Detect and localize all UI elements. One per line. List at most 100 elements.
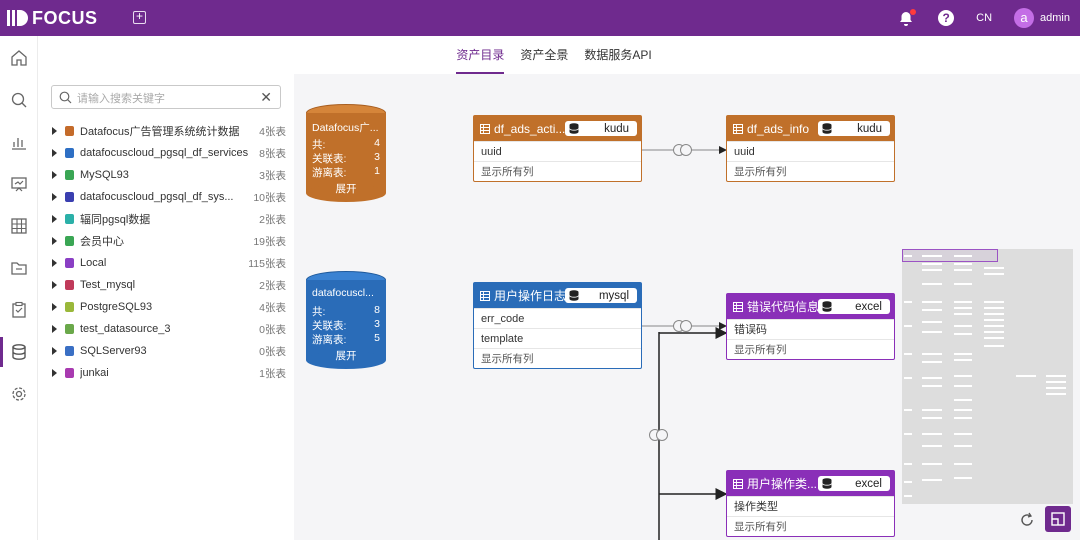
field-row[interactable]: uuid [474, 141, 641, 161]
minimap-mark [904, 325, 912, 327]
field-row[interactable]: template [474, 328, 641, 348]
table-card-header[interactable]: df_ads_acti...kudu [474, 116, 641, 141]
expand-arrow-icon[interactable] [52, 193, 57, 201]
expand-arrow-icon[interactable] [52, 259, 57, 267]
expand-arrow-icon[interactable] [52, 215, 57, 223]
home-icon[interactable] [10, 49, 28, 67]
minimap-mark [922, 353, 942, 355]
chart-icon[interactable] [10, 133, 28, 151]
join-icon[interactable] [649, 429, 668, 441]
bell-icon[interactable] [898, 9, 917, 27]
tab-asset-overview[interactable]: 资产全景 [520, 48, 569, 62]
database-icon [65, 368, 74, 378]
help-icon[interactable]: ? [938, 10, 955, 26]
settings-icon[interactable] [10, 385, 28, 403]
datasource-name: Datafocus广告管理系统统计数据 [80, 126, 240, 138]
field-row[interactable]: uuid [727, 141, 894, 161]
minimap[interactable] [902, 249, 1073, 504]
source-badge: excel [818, 299, 890, 314]
expand-arrow-icon[interactable] [52, 149, 57, 157]
username[interactable]: admin [1040, 12, 1070, 24]
expand-arrow-icon[interactable] [52, 303, 57, 311]
table-name: 用户操作类... [747, 477, 818, 491]
table-count: 3张表 [259, 169, 286, 182]
tree-item[interactable]: datafocuscloud_pgsql_df_sys...10张表 [50, 186, 286, 208]
folder-icon[interactable] [10, 259, 28, 277]
expand-arrow-icon[interactable] [52, 347, 57, 355]
minimap-mark [954, 417, 972, 419]
fit-view-icon[interactable] [1045, 506, 1071, 532]
show-all-columns-link[interactable]: 显示所有列 [727, 339, 894, 359]
clear-icon[interactable]: ✕ [260, 89, 272, 105]
expand-arrow-icon[interactable] [52, 325, 57, 333]
join-icon[interactable] [673, 144, 692, 156]
tab-asset-catalog[interactable]: 资产目录 [456, 36, 505, 74]
source-type: excel [855, 477, 882, 490]
avatar[interactable]: a [1014, 8, 1035, 28]
language-switch[interactable]: CN [976, 12, 993, 24]
expand-arrow-icon[interactable] [52, 127, 57, 135]
refresh-icon[interactable] [1018, 511, 1036, 529]
show-all-columns-link[interactable]: 显示所有列 [474, 348, 641, 368]
table-icon[interactable] [10, 217, 28, 235]
table-name: 错误代码信息 [747, 300, 818, 314]
expand-arrow-icon[interactable] [52, 237, 57, 245]
expand-button[interactable]: 展开 [335, 183, 357, 195]
app-logo[interactable]: FOCUS [6, 7, 98, 29]
search-icon[interactable] [10, 91, 28, 109]
expand-button[interactable]: 展开 [335, 350, 357, 362]
lineage-canvas[interactable]: Datafocus广... 共:4 关联表:3 游离表:1 展开 datafoc… [294, 74, 1080, 540]
minimap-mark [954, 325, 972, 327]
database-icon [65, 192, 74, 202]
expand-arrow-icon[interactable] [52, 369, 57, 377]
datasource-cylinder[interactable]: Datafocus广... 共:4 关联表:3 游离表:1 展开 [306, 104, 386, 202]
minimap-viewport[interactable] [902, 249, 998, 262]
minimap-mark [904, 409, 912, 411]
minimap-mark [904, 463, 912, 465]
show-all-columns-link[interactable]: 显示所有列 [727, 516, 894, 536]
dashboard-icon[interactable] [10, 175, 28, 193]
minimap-mark [922, 417, 942, 419]
show-all-columns-link[interactable]: 显示所有列 [727, 161, 894, 181]
expand-arrow-icon[interactable] [52, 281, 57, 289]
database-icon [822, 478, 832, 489]
database-icon [65, 126, 74, 136]
source-type: kudu [857, 122, 882, 135]
minimap-mark [904, 353, 912, 355]
field-row[interactable]: 错误码 [727, 319, 894, 339]
expand-arrow-icon[interactable] [52, 171, 57, 179]
table-card-header[interactable]: 用户操作类... excel [727, 471, 894, 496]
minimap-mark [922, 433, 942, 435]
minimap-mark [984, 313, 1004, 315]
database-icon[interactable] [0, 337, 28, 367]
search-input[interactable]: 请输入搜索关键字 ✕ [51, 85, 281, 109]
field-row[interactable]: err_code [474, 308, 641, 328]
datasource-cylinder[interactable]: datafocuscl... 共:8 关联表:3 游离表:5 展开 [306, 271, 386, 369]
table-icon [480, 123, 490, 134]
clipboard-icon[interactable] [10, 301, 28, 319]
show-all-columns-link[interactable]: 显示所有列 [474, 161, 641, 181]
field-row[interactable]: 操作类型 [727, 496, 894, 516]
table-card[interactable]: 用户操作类... excel 操作类型显示所有列 [726, 470, 895, 537]
tab-data-service-api[interactable]: 数据服务API [584, 48, 652, 62]
join-icon[interactable] [673, 320, 692, 332]
new-tab-button[interactable]: + [133, 10, 146, 24]
